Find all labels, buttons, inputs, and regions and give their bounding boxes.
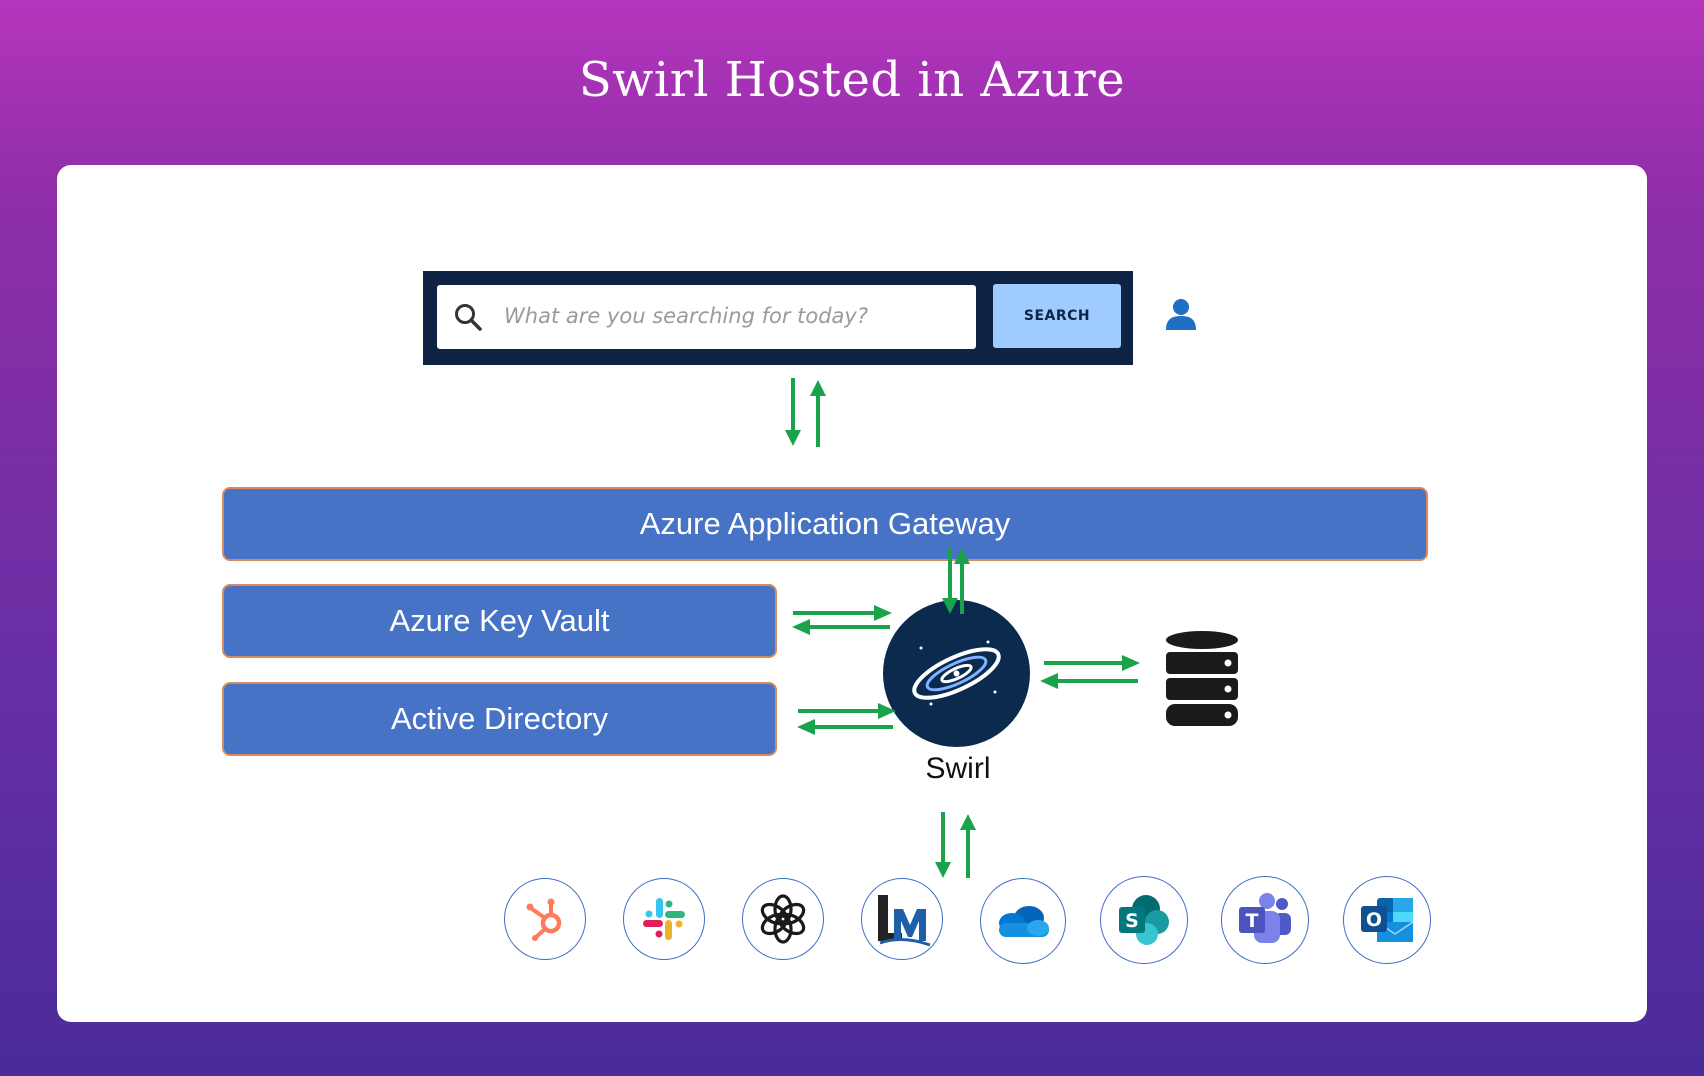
onedrive-icon: [999, 906, 1049, 937]
openai-icon: [760, 894, 806, 944]
hubspot-connector: [504, 878, 586, 960]
search-input[interactable]: What are you searching for today?: [437, 285, 976, 349]
outlook-icon: O: [1361, 898, 1414, 942]
active-directory: Active Directory: [222, 682, 777, 756]
teams-icon: T: [1239, 893, 1291, 943]
search-button[interactable]: SEARCH: [993, 284, 1121, 348]
openai-connector: [742, 878, 824, 960]
galaxy-icon: [912, 640, 1001, 706]
lm-icon: [878, 895, 931, 947]
swirl-label: Swirl: [925, 752, 991, 785]
user-icon: [1166, 299, 1196, 330]
azure-key-vault: Azure Key Vault: [222, 584, 777, 658]
lm-connector: [861, 878, 943, 960]
search-bar: What are you searching for today? SEARCH: [423, 271, 1133, 365]
svg-text:O: O: [1366, 909, 1382, 931]
svg-text:T: T: [1246, 910, 1259, 932]
search-placeholder: What are you searching for today?: [504, 304, 868, 328]
slack-connector: [623, 878, 705, 960]
search-icon: [455, 304, 482, 331]
slack-icon: [643, 898, 685, 940]
swirl-logo: [883, 600, 1030, 747]
outlook-connector: O: [1343, 876, 1431, 964]
azure-application-gateway: Azure Application Gateway: [222, 487, 1428, 561]
database-icon: [1166, 631, 1238, 726]
svg-text:S: S: [1125, 910, 1139, 932]
onedrive-connector: [980, 878, 1066, 964]
teams-connector: T: [1221, 876, 1309, 964]
sharepoint-connector: S: [1100, 876, 1188, 964]
page-title: Swirl Hosted in Azure: [578, 52, 1126, 108]
hubspot-icon: [526, 898, 562, 941]
sharepoint-icon: S: [1119, 895, 1169, 945]
